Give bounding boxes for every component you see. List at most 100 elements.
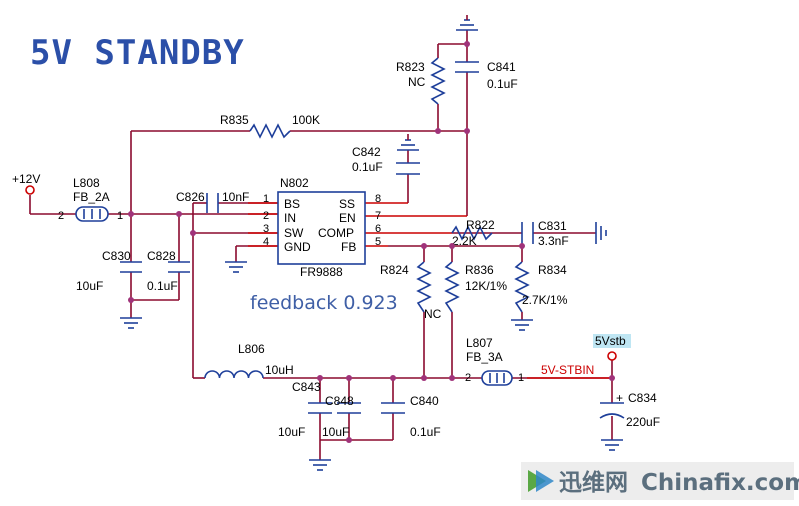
c834-value: 220uF	[626, 415, 660, 429]
chinafix-logo-icon	[528, 470, 554, 492]
c840-capacitor: C840 0.1uF	[381, 394, 441, 439]
r835-resistor: R835 100K	[220, 113, 320, 139]
l808-ferrite-bead: L808 FB_2A 2 1	[58, 176, 123, 222]
c842-value: 0.1uF	[352, 160, 383, 174]
input-port-12v: +12V	[12, 172, 40, 195]
r822-ref: R822	[466, 218, 495, 232]
l806-inductor: L806 10uH	[204, 342, 294, 379]
ic-pin-name-4: GND	[284, 240, 311, 254]
ground-icon	[601, 439, 623, 451]
ground-symbols	[120, 15, 623, 471]
l807-pin-a: 2	[465, 372, 471, 384]
c834-capacitor: + C834 220uF	[599, 391, 660, 429]
l808-pin-b: 1	[117, 210, 123, 222]
ic-pin-name-3: SW	[284, 226, 304, 240]
r822-value: 2.2K	[452, 234, 477, 248]
junction-dots	[128, 41, 615, 443]
resistor-icon	[451, 225, 493, 241]
r834-ref: R834	[538, 263, 567, 277]
ic-pin-num-6: 6	[375, 223, 381, 235]
watermark-en: Chinafix.com	[641, 470, 799, 496]
c841-ref: C841	[487, 60, 516, 74]
r835-value: 100K	[292, 113, 320, 127]
resistor-icon	[249, 123, 291, 139]
l807-ferrite-bead: L807 FB_3A 2 1	[465, 336, 524, 386]
r834-resistor: R834 2.7K/1%	[514, 261, 568, 313]
resistor-icon	[416, 261, 432, 313]
c841-value: 0.1uF	[487, 77, 518, 91]
ic-pin-num-2: 2	[263, 210, 269, 222]
c842-ref: C842	[352, 145, 381, 159]
c831-capacitor: C831 3.3nF	[521, 219, 569, 248]
output-port-5vstb: 5Vstb	[593, 334, 631, 361]
r823-resistor: R823 NC	[396, 57, 446, 105]
l806-value: 10uH	[265, 363, 294, 377]
feedback-annotation: feedback 0.923	[250, 292, 398, 314]
c828-value: 0.1uF	[147, 279, 178, 293]
ic-pin-num-1: 1	[263, 193, 269, 205]
ic-part: FR9888	[300, 265, 343, 279]
r836-value: 12K/1%	[465, 279, 507, 293]
ic-pin-num-4: 4	[263, 236, 269, 248]
c830-ref: C830	[102, 249, 131, 263]
r836-resistor: R836 12K/1%	[444, 261, 507, 313]
r836-ref: R836	[465, 263, 494, 277]
l808-pin-a: 2	[58, 210, 64, 222]
ground-icon	[456, 15, 478, 31]
input-terminal-icon	[25, 185, 35, 195]
ground-icon	[120, 317, 142, 329]
c834-ref: C834	[628, 391, 657, 405]
c848-value: 10uF	[322, 425, 349, 439]
ic-pin-num-3: 3	[263, 223, 269, 235]
r822-resistor: R822 2.2K	[451, 218, 495, 248]
r824-resistor: R824 NC	[380, 261, 442, 321]
c826-capacitor: C826 10nF	[176, 190, 249, 213]
c848-ref: C848	[325, 394, 354, 408]
ground-icon	[309, 459, 331, 471]
ground-icon	[225, 261, 247, 273]
c830-value: 10uF	[76, 279, 103, 293]
ic-pin-name-2: IN	[284, 211, 296, 225]
resistor-icon	[430, 57, 446, 105]
ic-pin-num-8: 8	[375, 193, 381, 205]
page-title: 5V STANDBY	[30, 33, 245, 73]
output-terminal-icon	[607, 351, 617, 361]
c841-capacitor: C841 0.1uF	[455, 60, 518, 91]
c826-ref: C826	[176, 190, 205, 204]
watermark-background	[521, 462, 794, 500]
r824-ref: R824	[380, 263, 409, 277]
l806-ref: L806	[238, 342, 265, 356]
l807-value: FB_3A	[466, 350, 503, 364]
r823-ref: R823	[396, 60, 425, 74]
c843-value: 10uF	[278, 425, 305, 439]
ic-pin-name-5: FB	[341, 240, 356, 254]
c848-capacitor: C848 10uF	[322, 394, 361, 439]
port-highlight	[593, 334, 631, 348]
ic-pin-num-7: 7	[375, 210, 381, 222]
ground-icon	[511, 319, 533, 331]
ground-icon	[595, 222, 607, 244]
c828-capacitor: C828 0.1uF	[147, 249, 190, 293]
c840-ref: C840	[410, 394, 439, 408]
ic-ref: N802	[280, 176, 309, 190]
ic-pin-name-1: BS	[284, 197, 300, 211]
r835-ref: R835	[220, 113, 249, 127]
l808-ref: L808	[73, 176, 100, 190]
l808-value: FB_2A	[73, 190, 110, 204]
c826-value: 10nF	[222, 190, 249, 204]
c831-ref: C831	[538, 219, 567, 233]
c840-value: 0.1uF	[410, 425, 441, 439]
resistor-icon	[444, 261, 460, 313]
r834-value: 2.7K/1%	[522, 293, 568, 307]
inductor-icon	[204, 370, 264, 379]
c831-value: 3.3nF	[538, 234, 569, 248]
input-net-label: +12V	[12, 172, 40, 186]
c828-ref: C828	[147, 249, 176, 263]
ic-pin-name-6: COMP	[318, 226, 354, 240]
ic-pin-name-8: SS	[339, 197, 355, 211]
ground-icon	[397, 134, 419, 151]
c842-capacitor: C842 0.1uF	[352, 145, 420, 175]
c843-ref: C843	[292, 380, 321, 394]
